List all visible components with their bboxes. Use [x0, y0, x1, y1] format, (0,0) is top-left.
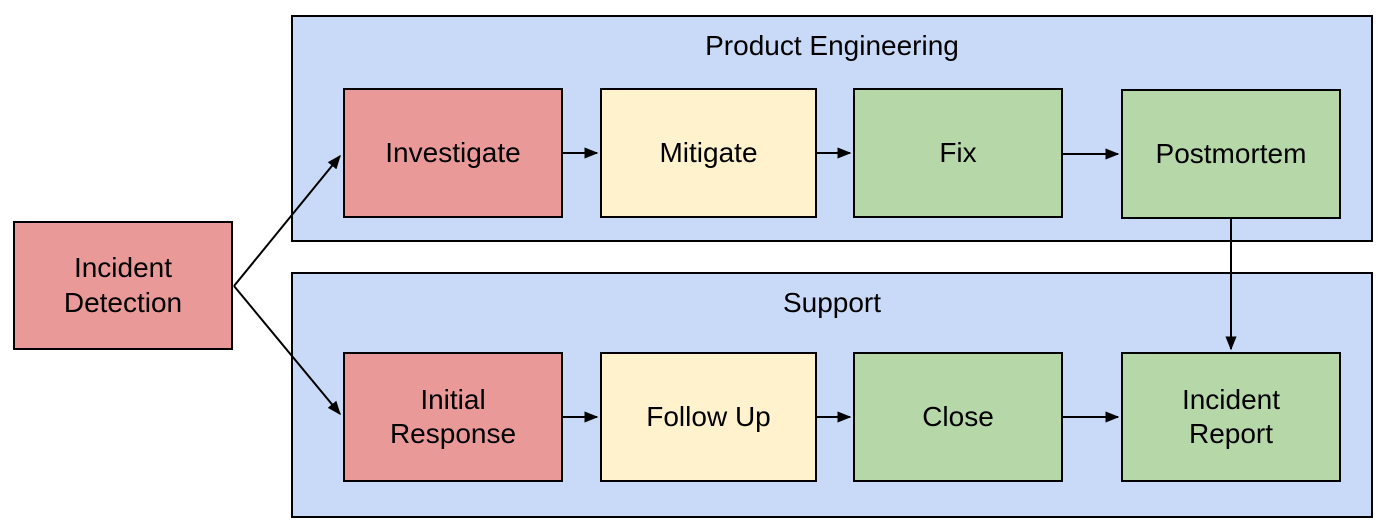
node-initial-response: Initial Response [343, 352, 563, 482]
node-close: Close [853, 352, 1063, 482]
node-label-fix: Fix [939, 136, 977, 168]
node-mitigate: Mitigate [600, 88, 817, 218]
node-label-initial-response: Initial Response [389, 383, 517, 449]
node-label-postmortem: Postmortem [1155, 137, 1307, 169]
node-label-incident-report: Incident Report [1181, 383, 1281, 449]
node-label-mitigate: Mitigate [659, 136, 758, 168]
node-postmortem: Postmortem [1121, 89, 1341, 219]
node-incident-detection: Incident Detection [13, 221, 233, 350]
node-fix: Fix [853, 88, 1063, 218]
node-label-investigate: Investigate [385, 136, 521, 168]
node-label-follow-up: Follow Up [646, 400, 771, 432]
lane-title-support: Support [782, 287, 882, 318]
node-label-incident-detection: Incident Detection [63, 252, 183, 318]
node-follow-up: Follow Up [600, 352, 817, 482]
lane-title-product-engineering: Product Engineering [705, 30, 959, 61]
node-label-close: Close [922, 400, 994, 432]
node-investigate: Investigate [343, 88, 563, 218]
node-incident-report: Incident Report [1121, 352, 1341, 482]
